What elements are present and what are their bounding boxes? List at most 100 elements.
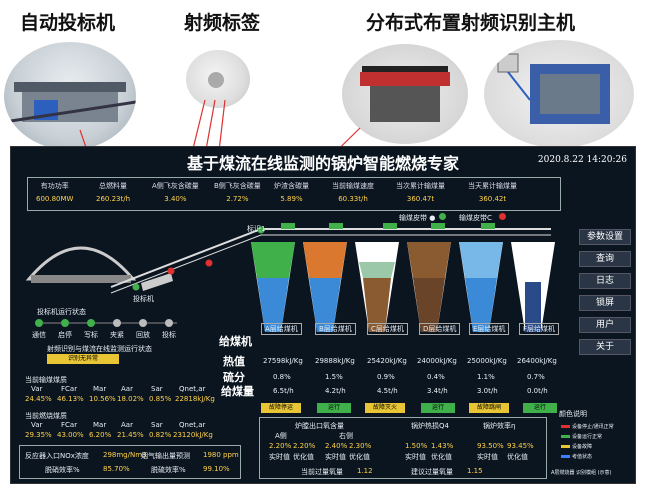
status-btn-d[interactable]: 运行 <box>421 403 455 413</box>
log-button[interactable]: 日志 <box>579 273 631 289</box>
legend-item-3: 考值状态 <box>561 453 592 460</box>
user-button[interactable]: 用户 <box>579 317 631 333</box>
q4-v1: 1.50% <box>405 442 428 450</box>
o2-b1: 2.40% <box>325 442 348 450</box>
feeder-b[interactable]: B层给煤机 <box>315 323 356 335</box>
legend-item-1: 设备运行正常 <box>561 433 602 440</box>
conveyor-illustration <box>360 66 450 122</box>
row-label-rate: 给煤量 <box>221 385 254 398</box>
o2-opt-b: 优化值 <box>349 453 370 461</box>
ratio-d: 0.4% <box>427 373 445 381</box>
tag-label: 标识1 <box>247 225 266 233</box>
heat-f: 26400kJ/Kg <box>517 357 557 365</box>
row-label-heat: 热值 <box>223 355 245 368</box>
eff-title: 锅炉效率η <box>483 422 516 430</box>
reactor-l1: 反应器入口NOx浓度 <box>25 452 89 460</box>
coal-fired-v2: 6.20% <box>89 431 112 439</box>
rate-c: 4.5t/h <box>377 387 398 395</box>
rfid-tag-caption: 射频标签 <box>184 12 261 34</box>
link-status-label: 射频识别与煤流在线监测运行状态 <box>47 345 152 353</box>
eff-v1: 93.50% <box>477 442 504 450</box>
reactor-v1: 298mg/Nm3 <box>103 451 147 459</box>
belt-illustration <box>4 82 136 124</box>
lock-button[interactable]: 锁屏 <box>579 295 631 311</box>
coal-flow-v5: 22818kJ/Kg <box>175 395 215 403</box>
belt-status-dot-green <box>439 213 446 220</box>
coal-flow-h5: Qnet,ar <box>179 385 206 393</box>
rate-f: 0.0t/h <box>527 387 548 395</box>
excess-o2-label: 当前过量氧量 <box>301 468 343 476</box>
o2-b2: 2.30% <box>349 442 372 450</box>
coal-fired-h5: Qnet,ar <box>179 421 206 429</box>
coal-fired-title: 当前燃烧煤质 <box>25 412 67 420</box>
q4-rt: 实时值 <box>405 453 426 461</box>
feeder-a[interactable]: A层给煤机 <box>261 323 302 335</box>
feeder-d[interactable]: D层给煤机 <box>419 323 461 335</box>
coal-flow-h3: Aar <box>121 385 133 393</box>
coal-fired-h0: Var <box>31 421 43 429</box>
coal-flow-h4: Sar <box>151 385 163 393</box>
coal-fired-v4: 0.82% <box>149 431 172 439</box>
feeder-e[interactable]: E层给煤机 <box>469 323 510 335</box>
ratio-c: 0.9% <box>377 373 395 381</box>
rfid-host-caption: 分布式布置射频识别主机 <box>366 12 576 34</box>
reactor-l2: 烟气输出量预测 <box>141 452 190 460</box>
status-btn-c[interactable]: 故障灭火 <box>365 403 405 413</box>
conveyor-schematic <box>25 223 551 294</box>
coal-flow-v4: 0.85% <box>149 395 172 403</box>
rfid-tag-photo <box>186 50 250 108</box>
marker-belt-2 <box>167 267 175 275</box>
feeder-f[interactable]: F层给煤机 <box>519 323 560 335</box>
legend-title: 颜色说明 <box>559 410 587 418</box>
belt-status-off: 输煤皮带C <box>459 214 492 222</box>
o2-rt-b: 实时值 <box>325 453 346 461</box>
q4-title: 锅炉热损Q4 <box>411 422 449 430</box>
feeder-c[interactable]: C层给煤机 <box>367 323 408 335</box>
heat-a: 27598kJ/Kg <box>263 357 303 365</box>
coal-fired-h4: Sar <box>151 421 163 429</box>
o2-rt-a: 实时值 <box>269 453 290 461</box>
coal-flow-h1: FCar <box>61 385 78 393</box>
coal-fired-v0: 29.35% <box>25 431 52 439</box>
q4-v2: 1.43% <box>431 442 454 450</box>
query-button[interactable]: 查询 <box>579 251 631 267</box>
marker-belt-4 <box>257 226 265 234</box>
reactor-v2: 1980 ppm <box>203 451 239 459</box>
marker-belt-1 <box>132 283 140 291</box>
row-label-ratio: 硫分 <box>223 371 245 384</box>
run-status-start: 启停 <box>58 331 72 339</box>
belt-photo <box>4 42 136 150</box>
reactor-l4: 脱硫效率% <box>151 466 186 474</box>
status-btn-a[interactable]: 故障停运 <box>261 403 301 413</box>
coal-flow-h0: Var <box>31 385 43 393</box>
status-btn-f[interactable]: 运行 <box>523 403 557 413</box>
run-status-title: 投标机运行状态 <box>37 308 86 316</box>
o2-b-side: 右侧 <box>339 432 353 440</box>
heat-d: 24000kJ/Kg <box>417 357 457 365</box>
coal-fired-v1: 43.00% <box>57 431 84 439</box>
params-button[interactable]: 参数设置 <box>579 229 631 245</box>
ratio-f: 0.7% <box>527 373 545 381</box>
coal-fired-v5: 23120kJ/Kg <box>173 431 213 439</box>
host-illustration <box>497 53 610 124</box>
coal-fired-v3: 21.45% <box>117 431 144 439</box>
coal-flow-v0: 24.45% <box>25 395 52 403</box>
run-status-drop: 投标 <box>162 331 176 339</box>
eff-rt: 实时值 <box>477 453 498 461</box>
run-status-clamp: 夹紧 <box>110 331 124 339</box>
reactor-l3: 脱硝效率% <box>45 466 80 474</box>
row-label-feeder: 给煤机 <box>219 335 252 348</box>
status-btn-e[interactable]: 故障跳闸 <box>469 403 509 413</box>
rate-e: 3.0t/h <box>477 387 498 395</box>
status-btn-b[interactable]: 运行 <box>317 403 351 413</box>
o2-a1: 2.20% <box>269 442 292 450</box>
hmi-screen: 基于煤流在线监测的锅炉智能燃烧专家 2020.8.22 14:20:26 有功功… <box>10 146 636 484</box>
coal-fired-h3: Aar <box>121 421 133 429</box>
about-button[interactable]: 关于 <box>579 339 631 355</box>
coal-flow-v2: 10.56% <box>89 395 116 403</box>
legend-footer: A层燃烧器 识别模组 (示意) <box>551 470 612 476</box>
